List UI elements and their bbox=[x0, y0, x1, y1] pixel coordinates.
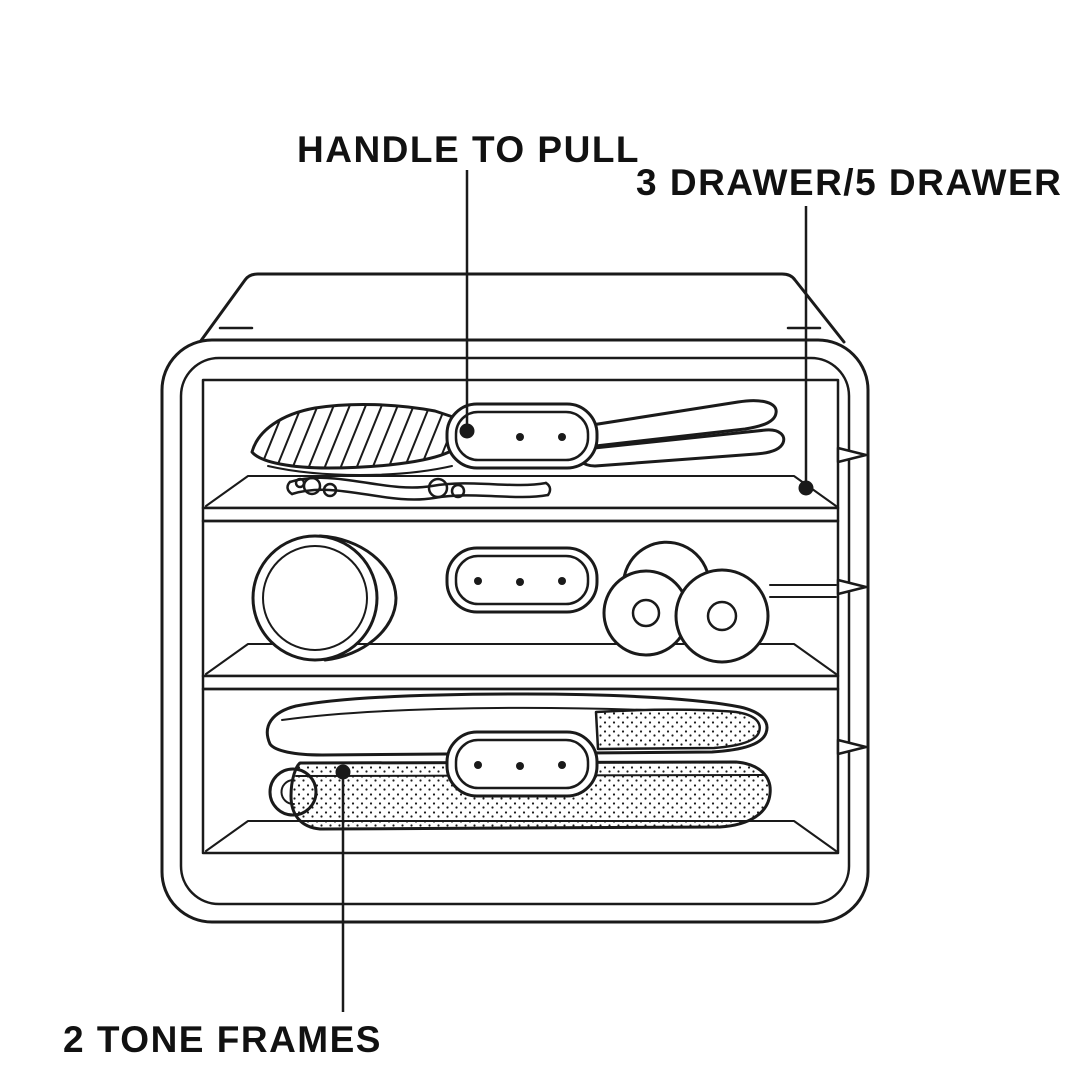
drawer-3 bbox=[205, 692, 837, 852]
annotation-drawer-count bbox=[798, 206, 814, 496]
annotation-lines bbox=[335, 170, 814, 1012]
annotation-handle bbox=[459, 170, 475, 439]
drawer-3-handle bbox=[445, 730, 599, 798]
label-drawer-count: 3 DRAWER/5 DRAWER bbox=[636, 162, 1063, 203]
annotation-dot-two-tone bbox=[335, 764, 351, 780]
drawer-1-handle bbox=[445, 402, 599, 470]
cabinet-top bbox=[198, 272, 846, 344]
drawer-1-floor bbox=[205, 475, 837, 507]
annotation-dot-drawer-count bbox=[798, 480, 814, 496]
drawer-1 bbox=[205, 399, 837, 507]
belt bbox=[286, 476, 552, 501]
top-blanket bbox=[265, 692, 769, 757]
drawer-2-rail bbox=[769, 584, 837, 598]
annotation-dot-handle bbox=[459, 423, 475, 439]
label-two-tone-frames: 2 TONE FRAMES bbox=[63, 1019, 382, 1060]
wheels bbox=[602, 540, 770, 664]
drawer-frame bbox=[201, 378, 868, 855]
annotation-two-tone bbox=[335, 764, 351, 1012]
round-box bbox=[251, 534, 398, 662]
drawer-2-handle bbox=[445, 546, 599, 614]
label-handle-to-pull: HANDLE TO PULL bbox=[297, 129, 641, 170]
drawer-2 bbox=[205, 534, 837, 675]
